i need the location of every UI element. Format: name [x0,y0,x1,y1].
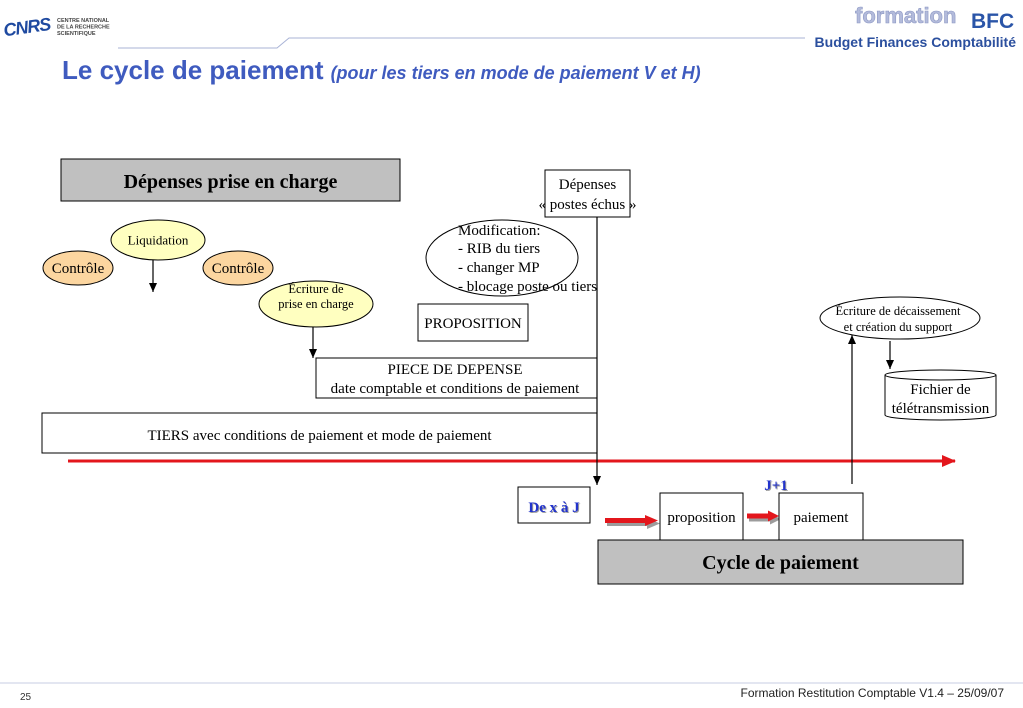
label-j-plus-1: J+1 [764,478,788,494]
modification-line-1: Modification: [458,223,541,239]
label-fichier-line-1: Fichier de [910,382,971,398]
label-proposition: proposition [667,510,736,526]
box-proposition [659,492,744,541]
label-controle-left: Contrôle [52,261,105,277]
box-tiers [41,412,598,454]
cnrs-caption-line-1: CENTRE NATIONAL [57,18,110,24]
ellipse-controle-left [42,250,114,286]
footer-text: Formation Restitution Comptable V1.4 – 2… [741,686,1005,700]
label-proposition-upper: PROPOSITION [424,316,522,332]
cnrs-caption-line-2: DE LA RECHERCHE [57,25,110,31]
label-depenses-postes-echus-line-2: « postes échus » [539,197,637,213]
label-depenses-postes-echus-line-1: Dépenses [559,177,617,193]
modification-line-2: - RIB du tiers [458,241,540,257]
modification-line-3: - changer MP [458,260,540,276]
footer-page-number: 25 [20,692,32,703]
label-controle-right: Contrôle [212,261,265,277]
page-heading: Le cycle de paiement (pour les tiers en m… [62,55,701,85]
box-proposition-upper [417,303,529,342]
label-ecriture-prise-en-charge-line-2: prise en charge [278,297,354,311]
ellipse-modification [425,219,579,297]
label-tiers: TIERS avec conditions de paiement et mod… [147,428,492,444]
box-depenses-prise-en-charge [60,158,401,202]
page-title: Le cycle de paiement [62,55,324,85]
header-rule [118,37,805,49]
label-ecriture-decaissement-line-1: Écriture de décaissement [836,304,961,318]
cylinder-fichier-teletransmission [884,369,997,421]
red-arrow-to-paiement [747,510,779,522]
label-paiement: paiement [794,510,850,526]
modification-line-4: - blocage poste ou tiers [458,279,597,295]
cnrs-caption-line-3: SCIENTIFIQUE [57,31,96,37]
page-title-line: Le cycle de paiement (pour les tiers en m… [62,55,701,85]
ellipse-ecriture-decaissement [819,296,981,340]
label-piece-de-depense-line-1: PIECE DE DEPENSE [388,362,523,378]
cnrs-logo-letters: CNRS [2,14,52,40]
label-depenses-prise-en-charge: Dépenses prise en charge [124,171,338,193]
label-de-x-a-j: De x à J [528,500,580,516]
red-arrow-to-proposition [605,515,658,526]
ellipse-controle-right [202,250,274,286]
label-liquidation: Liquidation [128,233,189,248]
label-fichier-line-2: télétransmission [892,401,990,417]
label-ecriture-decaissement-line-2: et création du support [844,320,953,334]
brand-acronym: BFC [971,10,1014,33]
box-cycle-de-paiement [597,539,964,585]
cnrs-logo: CNRS CENTRE NATIONAL DE LA RECHERCHE SCI… [2,14,110,40]
box-depenses-postes-echus [544,169,631,218]
ellipse-liquidation [110,219,206,261]
brand-tagline: Budget Finances Comptabilité [815,34,1017,50]
label-cycle-de-paiement: Cycle de paiement [702,552,859,574]
label-ecriture-prise-en-charge-line-1: Écriture de [288,282,344,296]
page-subtitle: (pour les tiers en mode de paiement V et… [331,63,701,83]
box-de-x-a-j [517,486,591,524]
label-piece-de-depense-line-2: date comptable et conditions de paiement [331,381,580,397]
brand-formation-word: formation [855,3,956,28]
ellipse-ecriture-prise-en-charge [258,280,374,328]
